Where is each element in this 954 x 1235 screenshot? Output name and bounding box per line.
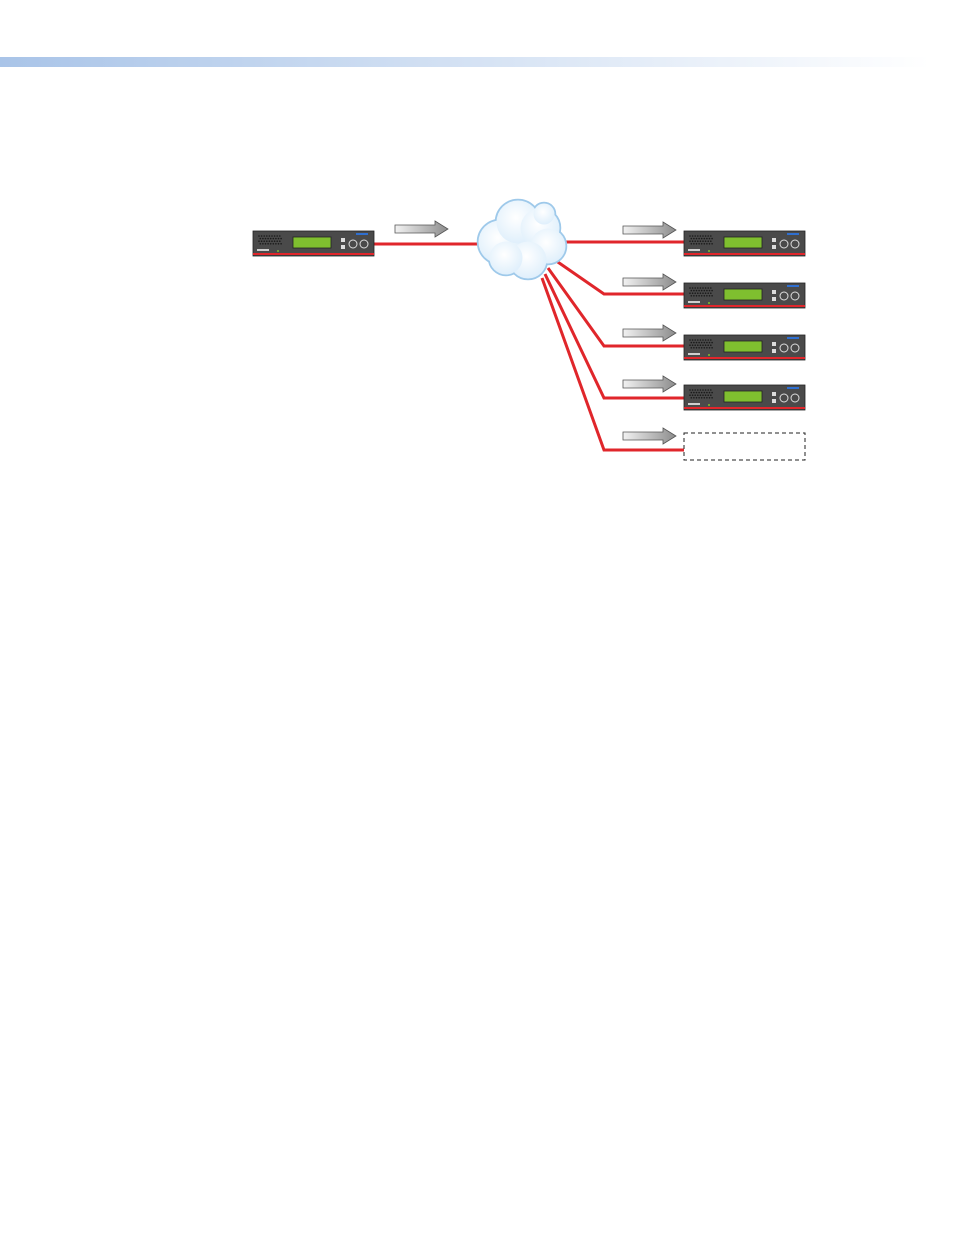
av-streaming-device-icon — [684, 283, 805, 308]
stream-direction-arrow-icon — [623, 376, 676, 392]
empty-device-slot-dest-5 — [684, 433, 805, 460]
network-cloud-icon — [478, 200, 566, 279]
stream-direction-arrow-icon — [623, 222, 676, 238]
stream-direction-arrow-icon — [623, 428, 676, 444]
link-network-to-dest-5 — [542, 278, 684, 450]
stream-direction-arrow-icon — [395, 221, 448, 237]
av-streaming-device-icon — [684, 385, 805, 410]
stream-direction-arrow-icon — [623, 325, 676, 341]
av-streaming-device-icon — [684, 335, 805, 360]
av-streaming-device-icon — [253, 231, 374, 256]
stream-direction-arrow-icon — [623, 274, 676, 290]
av-streaming-device-icon — [684, 231, 805, 256]
